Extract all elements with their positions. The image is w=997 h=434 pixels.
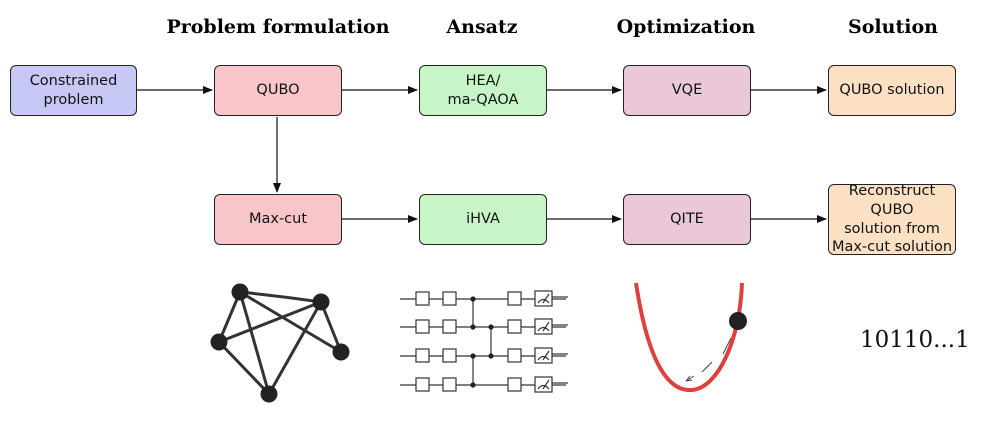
header-problem-formulation: Problem formulation	[166, 16, 390, 38]
graph-node	[260, 385, 278, 403]
ball-icon	[729, 312, 747, 330]
maxcut-box: Max-cut	[214, 194, 342, 245]
constrained-problem-box: Constrained problem	[10, 65, 137, 116]
header-solution: Solution	[848, 16, 938, 38]
vqe-box: VQE	[623, 65, 751, 116]
ihva-box: iHVA	[419, 194, 547, 245]
hea-ma-qaoa-box: HEA/ ma-QAOA	[419, 65, 547, 116]
energy-curve-icon	[634, 282, 747, 393]
header-ansatz: Ansatz	[446, 16, 518, 38]
reconstruct-solution-box: Reconstruct QUBO solution from Max-cut s…	[828, 183, 956, 255]
graph-node	[210, 333, 228, 351]
graph-node	[332, 343, 350, 361]
qite-box: QITE	[623, 194, 751, 245]
qubo-box: QUBO	[214, 65, 342, 116]
graph-node	[231, 283, 249, 301]
graph-node	[312, 293, 330, 311]
header-optimization: Optimization	[616, 16, 756, 38]
graph-nodes	[210, 283, 350, 403]
quantum-circuit-icon	[400, 290, 568, 393]
solution-bitstring: 10110...1	[860, 327, 970, 353]
qubo-solution-box: QUBO solution	[828, 65, 956, 116]
